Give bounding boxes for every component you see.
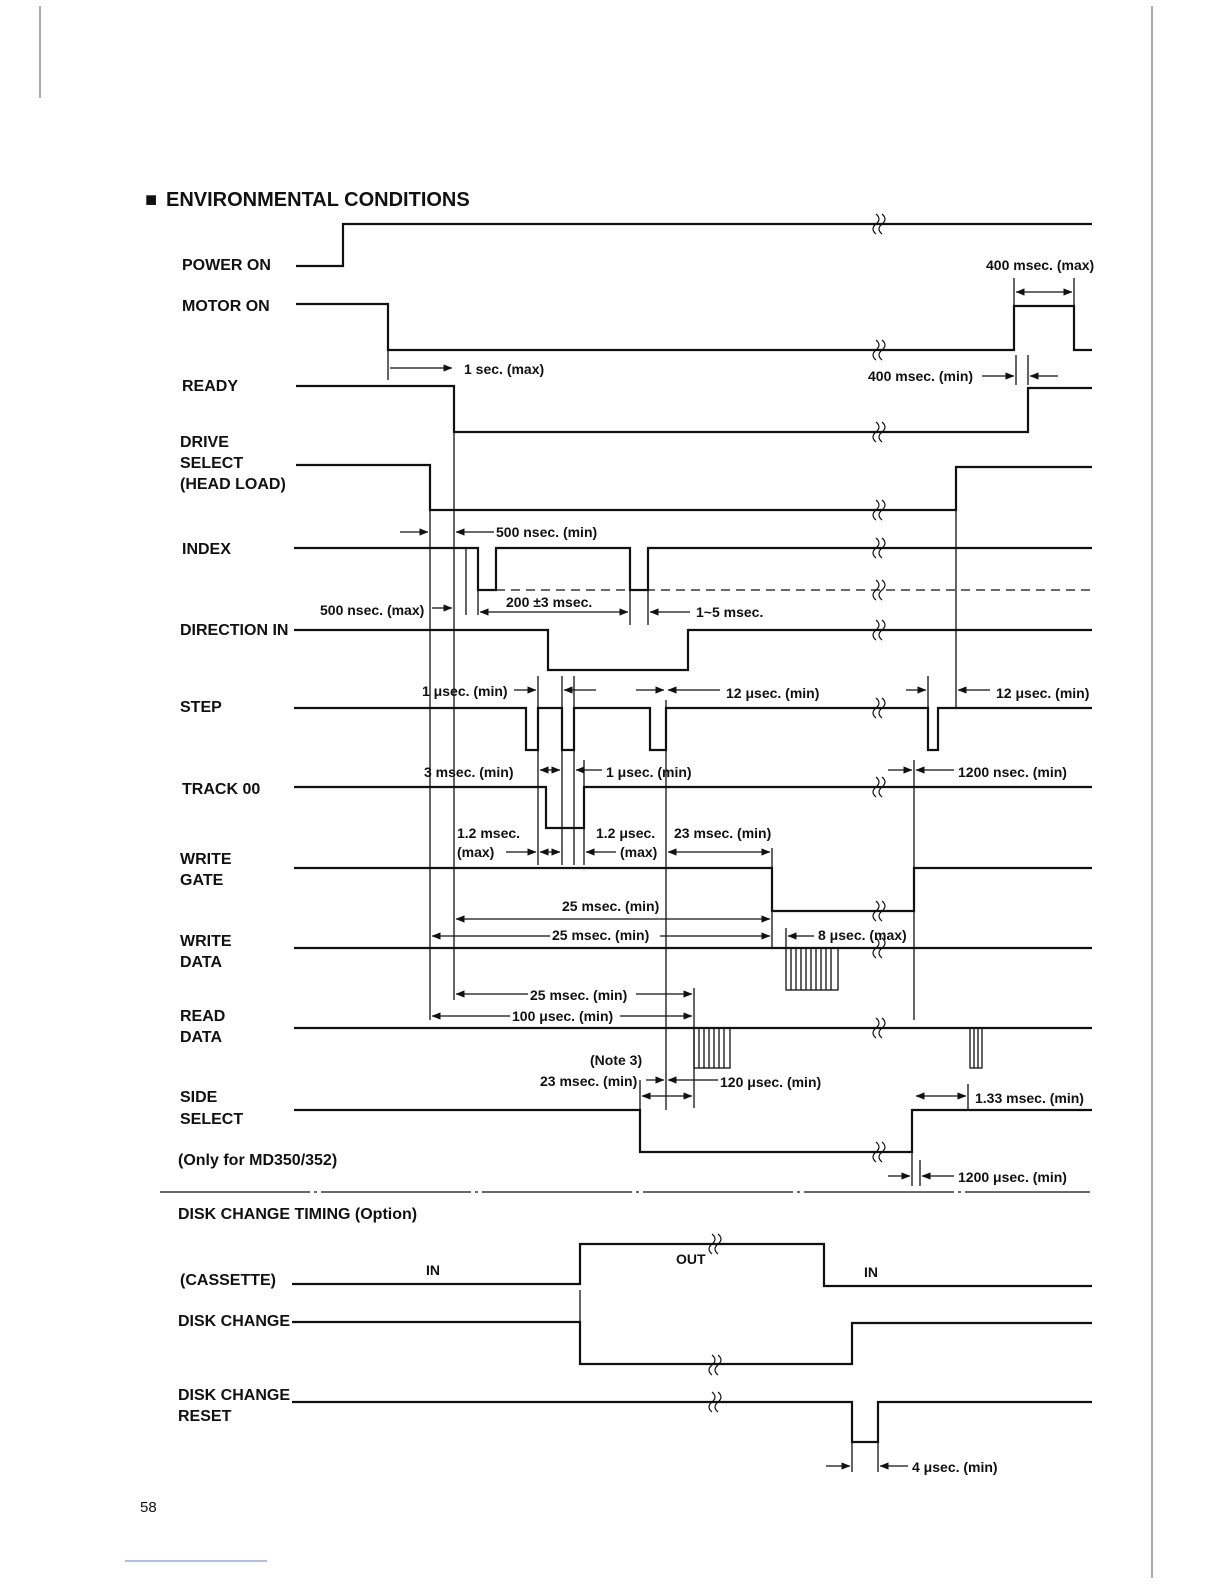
timing-1200ns-min: 1200 nsec. (min): [958, 764, 1067, 780]
label-side-note: (Only for MD350/352): [178, 1152, 337, 1169]
wave-disk-change: [292, 1320, 1092, 1366]
label-track00: TRACK 00: [182, 781, 260, 798]
read-data-burst: [693, 1027, 983, 1069]
label-write-gate-2: GATE: [180, 872, 224, 889]
timing-1us-min: 1 μsec. (min): [422, 683, 508, 699]
section-bullet-icon: ■: [145, 189, 157, 211]
label-drive-select-3: (HEAD LOAD): [180, 476, 286, 493]
page-title: ENVIRONMENTAL CONDITIONS: [166, 189, 470, 211]
timing-1-2ms-b: (max): [457, 844, 494, 860]
label-drive-select-2: SELECT: [180, 455, 243, 472]
timing-23ms-min-b: 23 msec. (min): [540, 1073, 637, 1089]
label-disk-change-reset-2: RESET: [178, 1408, 232, 1425]
wave-write-gate: [294, 866, 1092, 913]
label-side-select-1: SIDE: [180, 1089, 218, 1106]
timing-1-5ms: 1~5 msec.: [696, 604, 763, 620]
label-cassette: (CASSETTE): [180, 1272, 276, 1289]
label-write-data-2: DATA: [180, 954, 223, 971]
page-number: 58: [140, 1499, 157, 1516]
timing-120us-min: 120 μsec. (min): [720, 1074, 821, 1090]
wave-disk-change-reset: [292, 1400, 1092, 1444]
wave-motor-on: [296, 302, 1092, 352]
wave-side-select: [294, 1108, 1092, 1154]
timing-8us-max: 8 μsec. (max): [818, 927, 907, 943]
wave-index: [294, 546, 1092, 592]
cassette-out: OUT: [676, 1251, 706, 1267]
label-write-data-1: WRITE: [180, 933, 232, 950]
timing-1-2us-a: 1.2 μsec.: [596, 825, 655, 841]
timing-labels: 400 msec. (max) 1 sec. (max) 400 msec. (…: [320, 257, 1094, 1185]
label-side-select-2: SELECT: [180, 1111, 243, 1128]
timing-500ns-max: 500 nsec. (max): [320, 602, 424, 618]
timing-400ms-min: 400 msec. (min): [868, 368, 973, 384]
dimension-arrows: [390, 288, 1073, 1470]
cassette-in-b: IN: [864, 1264, 878, 1280]
label-read-data-2: DATA: [180, 1029, 223, 1046]
timing-note3: (Note 3): [590, 1052, 642, 1068]
label-step: STEP: [180, 699, 222, 716]
timing-25ms-b: 25 msec. (min): [552, 927, 649, 943]
timing-12us-min-b: 12 μsec. (min): [996, 685, 1089, 701]
timing-1sec-max: 1 sec. (max): [464, 361, 544, 377]
waveforms: [294, 222, 1092, 1154]
timing-1200us-min: 1200 μsec. (min): [958, 1169, 1067, 1185]
wave-cassette: [292, 1242, 1092, 1288]
label-power-on: POWER ON: [182, 257, 271, 274]
disk-change-section: DISK CHANGE TIMING (Option) (CASSETTE) D…: [178, 1206, 1092, 1475]
label-index: INDEX: [182, 541, 231, 558]
timing-12us-min-a: 12 μsec. (min): [726, 685, 819, 701]
timing-1-2ms-a: 1.2 msec.: [457, 825, 520, 841]
wave-ready: [296, 384, 1092, 434]
timing-25ms-c: 25 msec. (min): [530, 987, 627, 1003]
label-drive-select-1: DRIVE: [180, 434, 229, 451]
reference-lines: [387, 278, 1075, 1472]
disk-change-title: DISK CHANGE TIMING (Option): [178, 1206, 417, 1223]
timing-1us-min-b: 1 μsec. (min): [606, 764, 692, 780]
timing-3ms-min: 3 msec. (min): [424, 764, 513, 780]
label-ready: READY: [182, 378, 238, 395]
timing-500ns-min: 500 nsec. (min): [496, 524, 597, 540]
timing-23ms-min: 23 msec. (min): [674, 825, 771, 841]
label-motor-on: MOTOR ON: [182, 298, 270, 315]
signal-labels: POWER ON MOTOR ON READY DRIVE SELECT (HE…: [178, 257, 337, 1169]
break-marks: [708, 213, 886, 1413]
cassette-in-a: IN: [426, 1262, 440, 1278]
timing-25ms-a: 25 msec. (min): [562, 898, 659, 914]
wave-direction-in: [294, 628, 1092, 672]
label-direction-in: DIRECTION IN: [180, 622, 288, 639]
wave-track00: [294, 785, 1092, 830]
label-disk-change-reset-1: DISK CHANGE: [178, 1387, 290, 1404]
label-write-gate-1: WRITE: [180, 851, 232, 868]
write-data-burst: [785, 947, 839, 991]
wave-drive-select: [296, 463, 1092, 512]
timing-1-33ms-min: 1.33 msec. (min): [975, 1090, 1084, 1106]
timing-200ms: 200 ±3 msec.: [506, 594, 592, 610]
wave-step: [294, 706, 1092, 752]
timing-4us-min: 4 μsec. (min): [912, 1459, 998, 1475]
label-disk-change: DISK CHANGE: [178, 1313, 290, 1330]
timing-400ms-max: 400 msec. (max): [986, 257, 1094, 273]
timing-1-2us-b: (max): [620, 844, 657, 860]
label-read-data-1: READ: [180, 1008, 225, 1025]
scan-edge-marks: [39, 6, 1153, 1578]
wave-power-on: [296, 222, 1092, 268]
timing-100us-min: 100 μsec. (min): [512, 1008, 613, 1024]
